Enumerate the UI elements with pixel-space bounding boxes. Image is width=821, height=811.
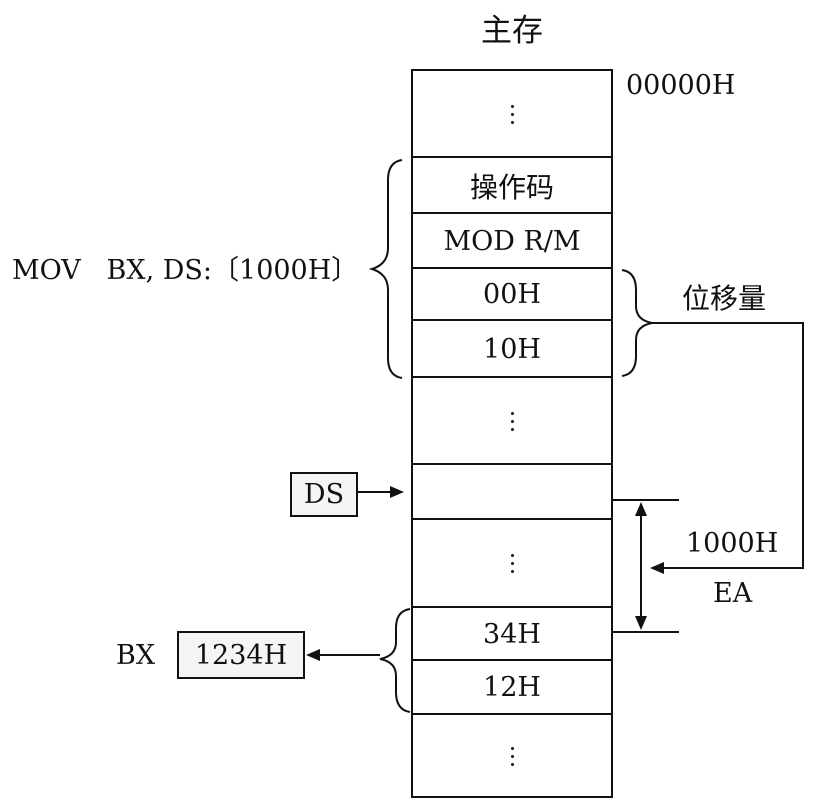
ea-label: EA (713, 578, 753, 609)
offset-arrowhead-up (635, 502, 647, 516)
displacement-brace (621, 269, 653, 377)
memory-column-border (411, 69, 613, 798)
ds-arrowhead (390, 486, 404, 498)
data-high-cell: 12H (483, 672, 541, 703)
data-brace (379, 608, 411, 713)
modrm-cell: MOD R/M (443, 225, 581, 257)
displacement-route-line (652, 322, 804, 569)
disp-high-cell: 10H (483, 333, 541, 365)
opcode-cell: 操作码 (469, 170, 554, 204)
displacement-label: 位移量 (682, 282, 767, 315)
bx-register-box: 1234H (177, 631, 305, 679)
data-low-cell: 34H (483, 618, 541, 650)
instruction-brace (368, 159, 403, 379)
ellipsis-cell-middle (412, 378, 612, 464)
ellipsis-cell-lower (412, 520, 612, 607)
ea-arrowhead (650, 562, 664, 574)
ds-segment-cell (412, 465, 612, 519)
disp-low-cell: 00H (483, 279, 541, 310)
ellipsis-cell-top (412, 71, 612, 157)
offset-value-label: 1000H (686, 528, 779, 559)
ds-register-box: DS (290, 472, 358, 517)
instruction-label: MOV BX, DS:〔1000H〕 (12, 255, 359, 286)
start-address-label: 00000H (626, 70, 736, 101)
ellipsis-cell-bottom (412, 715, 612, 797)
memory-title: 主存 (481, 13, 543, 49)
bx-arrowhead (306, 649, 320, 661)
offset-arrowhead-down (635, 616, 647, 630)
bx-register-label: BX (116, 640, 156, 671)
